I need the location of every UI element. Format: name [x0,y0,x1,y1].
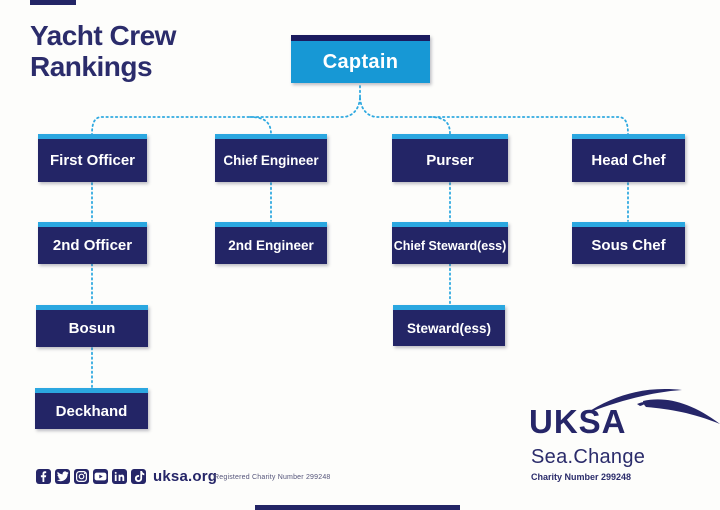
org-box-first-officer-label: First Officer [49,152,136,169]
org-box-2nd-engineer-label: 2nd Engineer [228,238,314,253]
connector-drop-purser [429,116,451,135]
org-box-bosun-label: Bosun [68,320,116,337]
org-box-purser-label: Purser [426,152,474,169]
org-box-head-chef: Head Chef [572,134,685,182]
org-box-stewardess-label: Steward(ess) [406,320,492,336]
page-title-line2: Rankings [30,51,153,83]
org-box-chief-stewardess-label: Chief Steward(ess) [393,238,507,253]
twitter-icon[interactable] [55,469,70,484]
linkedin-icon[interactable] [112,469,127,484]
registered-charity-text: Registered Charity Number 299248 [214,474,331,481]
org-box-purser: Purser [392,134,508,182]
org-box-chief-stewardess: Chief Steward(ess) [392,222,508,264]
cropped-bottom-bar [255,505,460,510]
uksa-charity-number: Charity Number 299248 [531,472,632,482]
org-box-bosun: Bosun [36,305,148,347]
org-box-captain-label: Captain [322,50,399,73]
org-box-sous-chef: Sous Chef [572,222,685,264]
org-box-head-chef-label: Head Chef [591,152,666,169]
org-box-stewardess: Steward(ess) [393,305,505,346]
uksa-logo-text: UKSA [529,403,627,440]
page-title: Yacht Crew Rankings [30,20,176,83]
connector-drop-chief-engineer [249,116,272,135]
org-box-chief-engineer-label: Chief Engineer [223,153,319,168]
youtube-icon[interactable] [93,469,108,484]
uksa-tagline: Sea.Change [531,446,646,468]
connector-left-branch [91,97,361,135]
org-box-sous-chef-label: Sous Chef [591,237,666,254]
org-box-captain: Captain [291,35,430,83]
social-links-row [36,469,146,484]
facebook-icon[interactable] [36,469,51,484]
instagram-icon[interactable] [74,469,89,484]
org-box-first-officer: First Officer [38,134,147,182]
cropped-top-bar [30,0,76,5]
uksa-seagull-icon [585,389,720,424]
org-box-chief-engineer: Chief Engineer [215,134,327,182]
org-box-2nd-officer-label: 2nd Officer [52,237,133,254]
org-box-2nd-officer: 2nd Officer [38,222,147,264]
org-box-deckhand: Deckhand [35,388,148,429]
org-box-deckhand-label: Deckhand [55,402,128,420]
connector-right-branch [359,97,629,135]
org-box-2nd-engineer: 2nd Engineer [215,222,327,264]
page-title-line1: Yacht Crew [30,20,176,51]
website-link[interactable]: uksa.org [153,468,218,485]
tiktok-icon[interactable] [131,469,146,484]
